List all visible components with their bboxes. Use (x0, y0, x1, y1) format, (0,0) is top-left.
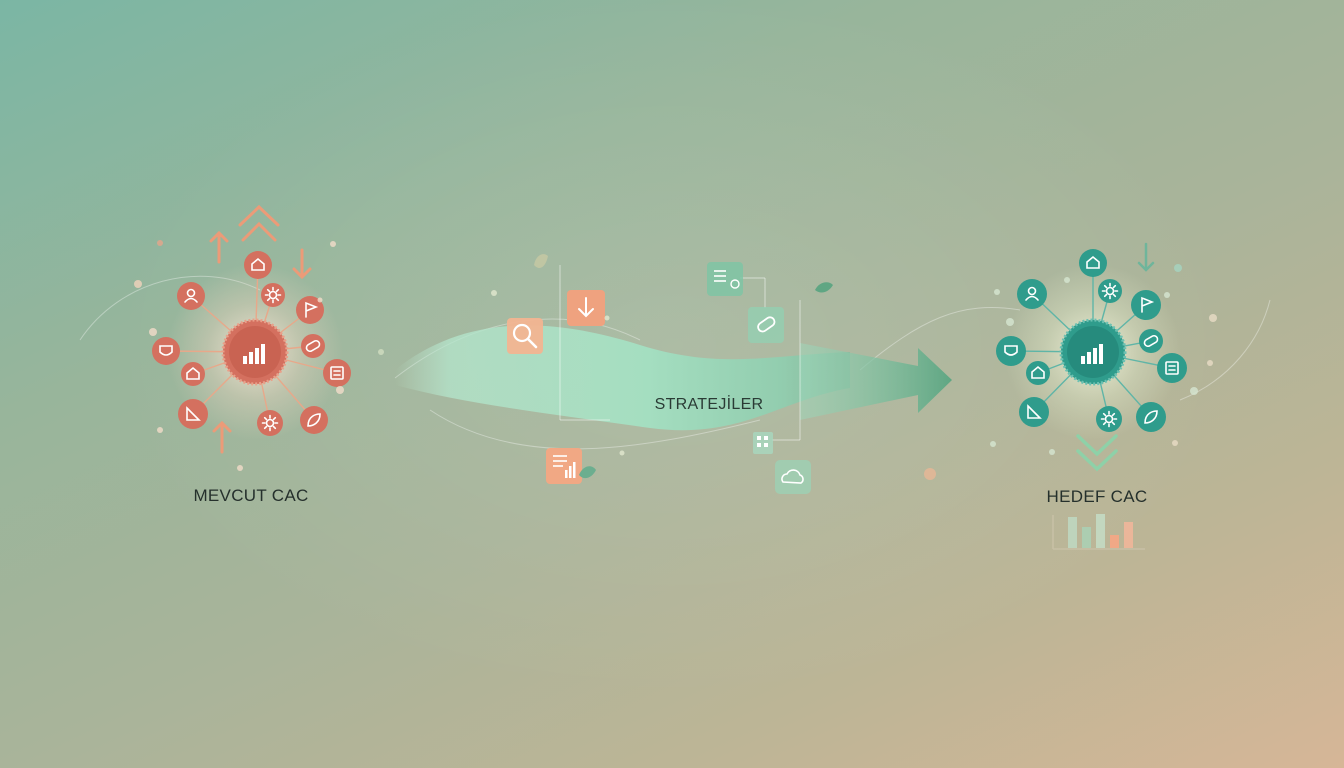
home-icon (244, 251, 272, 279)
decorative-dot (1209, 314, 1217, 322)
house-small-icon (1026, 361, 1050, 385)
flag-icon (1131, 290, 1161, 320)
sun-icon (257, 410, 283, 436)
document-icon (1157, 353, 1187, 383)
mini-bar-chart (1052, 514, 1145, 550)
pill-icon (1139, 329, 1163, 353)
download-icon (567, 290, 605, 326)
user-icon (177, 282, 205, 310)
decorative-dot (378, 349, 384, 355)
sun-icon (1096, 406, 1122, 432)
decorative-dot (491, 290, 497, 296)
leaf-icon (534, 254, 833, 479)
decorative-dots (134, 240, 1217, 480)
decorative-dot (1172, 440, 1178, 446)
list-icon (707, 262, 743, 296)
decorative-dot (1049, 449, 1055, 455)
document-icon (323, 359, 351, 387)
ruler-icon (1019, 397, 1049, 427)
grid-icon (753, 432, 773, 454)
decorative-dot (336, 386, 344, 394)
cloud-icon (775, 460, 811, 494)
gear-icon (261, 283, 285, 307)
down-arrow-small-icon (1137, 242, 1155, 272)
house-small-icon (181, 362, 205, 386)
decorative-dot (1064, 277, 1070, 283)
shield-icon (996, 336, 1026, 366)
decorative-dot (317, 297, 323, 303)
left-cluster (152, 204, 351, 454)
current-cac-label: MEVCUT CAC (193, 486, 309, 505)
strategies-label: STRATEJİLER (654, 396, 764, 413)
flower-icon (1098, 279, 1122, 303)
strategy-arrow (395, 325, 952, 431)
leaf-icon (300, 406, 328, 434)
decorative-dot (157, 240, 163, 246)
decorative-dot (990, 441, 996, 447)
leaf-icon (1136, 402, 1166, 432)
home-icon (1079, 249, 1107, 277)
capsule-icon (748, 307, 784, 343)
decorative-dot (330, 241, 336, 247)
decorative-dot (1207, 360, 1213, 366)
flag-icon (296, 296, 324, 324)
decorative-dot (604, 315, 610, 321)
search-icon (507, 318, 543, 354)
decorative-dot (134, 280, 142, 288)
bar-chart-icon (243, 344, 265, 364)
up-arrow-icon (209, 204, 312, 454)
right-cluster (996, 242, 1187, 550)
decorative-dot (924, 468, 936, 480)
decorative-dot (994, 289, 1000, 295)
shield-icon (152, 337, 180, 365)
user-icon (1017, 279, 1047, 309)
decorative-dot (1006, 318, 1014, 326)
decorative-dot (1164, 292, 1170, 298)
decorative-dot (237, 465, 243, 471)
decorative-dot (157, 427, 163, 433)
decorative-dot (149, 328, 157, 336)
decorative-dot (1190, 387, 1198, 395)
report-icon (546, 448, 582, 484)
ruler-icon (178, 399, 208, 429)
down-arrow-icon (1076, 434, 1118, 472)
target-cac-label: HEDEF CAC (1046, 487, 1148, 506)
strategy-icons (507, 254, 833, 494)
pill-icon (301, 334, 325, 358)
decorative-dot (1174, 264, 1182, 272)
decorative-dot (619, 450, 625, 456)
bar-chart-icon (1081, 344, 1103, 364)
